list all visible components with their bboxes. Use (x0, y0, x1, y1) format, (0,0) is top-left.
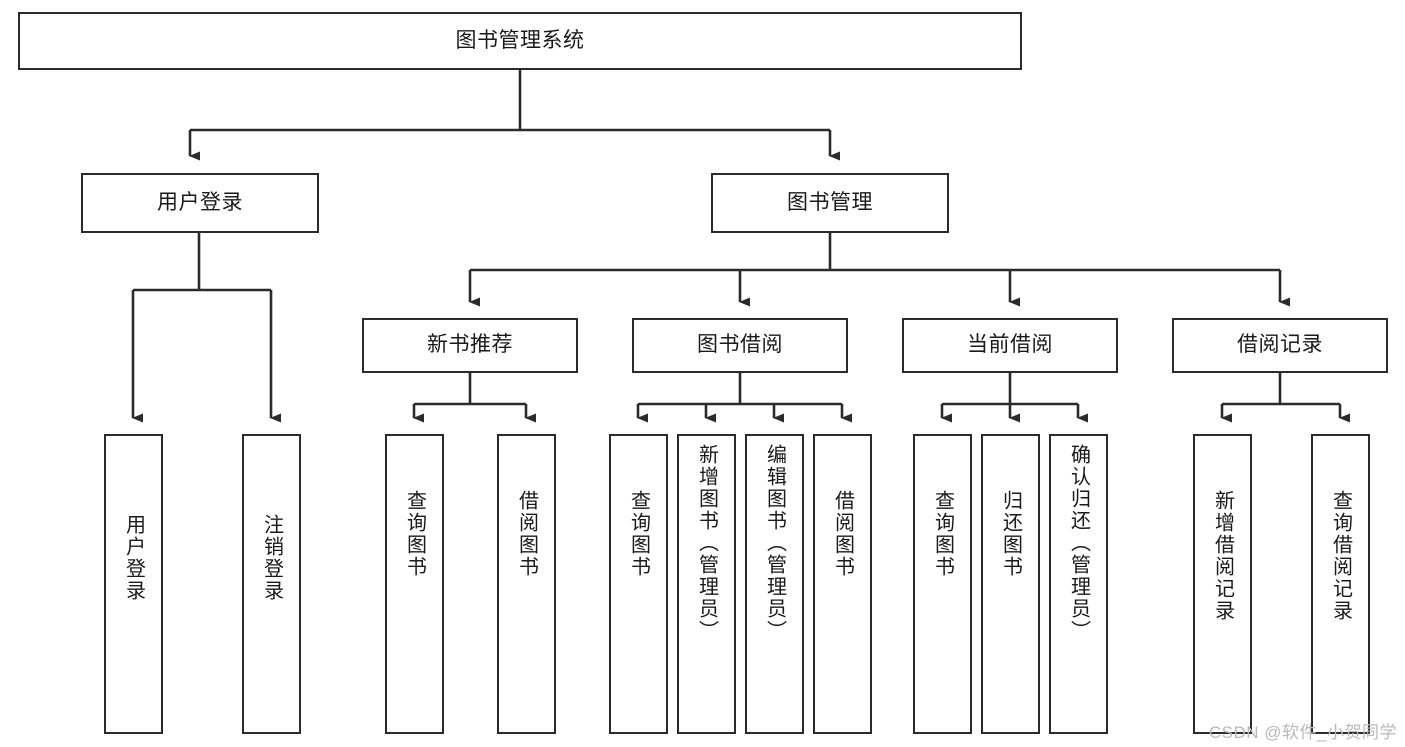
node-book-borrow[interactable]: 图书借阅 (632, 318, 848, 373)
node-user-login[interactable]: 用户登录 (81, 173, 319, 233)
node-leaf-edit-book[interactable]: 编辑图书（管理员） (745, 434, 804, 734)
node-leaf-confirm-return[interactable]: 确认归还（管理员） (1049, 434, 1108, 734)
node-leaf-query-record[interactable]: 查询借阅记录 (1311, 434, 1370, 734)
node-new-book-recommend-label: 新书推荐 (427, 333, 513, 357)
node-leaf-query-book-3[interactable]: 查询图书 (913, 434, 972, 734)
node-leaf-borrow-book-2-label: 借阅图书 (831, 490, 854, 578)
node-leaf-add-book[interactable]: 新增图书（管理员） (677, 434, 736, 734)
node-leaf-add-record[interactable]: 新增借阅记录 (1193, 434, 1252, 734)
node-leaf-query-book-2[interactable]: 查询图书 (609, 434, 668, 734)
node-borrow-record[interactable]: 借阅记录 (1172, 318, 1388, 373)
node-leaf-query-record-label: 查询借阅记录 (1329, 490, 1352, 622)
node-root-label: 图书管理系统 (455, 28, 585, 52)
node-leaf-add-record-label: 新增借阅记录 (1211, 490, 1234, 622)
node-leaf-borrow-book-1-label: 借阅图书 (515, 490, 538, 578)
node-leaf-query-book-1[interactable]: 查询图书 (385, 434, 444, 734)
node-leaf-confirm-return-label: 确认归还（管理员） (1067, 444, 1090, 642)
node-leaf-return-book[interactable]: 归还图书 (981, 434, 1040, 734)
node-current-borrow-label: 当前借阅 (967, 333, 1053, 357)
node-root[interactable]: 图书管理系统 (18, 12, 1022, 70)
node-leaf-user-login[interactable]: 用户登录 (104, 434, 163, 734)
watermark-text: CSDN @软件_小贺同学 (1208, 723, 1397, 742)
node-leaf-borrow-book-2[interactable]: 借阅图书 (813, 434, 872, 734)
node-borrow-record-label: 借阅记录 (1237, 333, 1323, 357)
node-user-login-label: 用户登录 (157, 190, 243, 214)
node-leaf-logout[interactable]: 注销登录 (242, 434, 301, 734)
node-book-borrow-label: 图书借阅 (697, 333, 783, 357)
node-leaf-user-login-label: 用户登录 (122, 514, 145, 602)
node-leaf-return-book-label: 归还图书 (999, 490, 1022, 578)
node-leaf-edit-book-label: 编辑图书（管理员） (763, 444, 786, 642)
node-leaf-query-book-3-label: 查询图书 (931, 490, 954, 578)
node-book-manage-label: 图书管理 (787, 190, 873, 214)
node-book-manage[interactable]: 图书管理 (711, 173, 949, 233)
node-leaf-query-book-1-label: 查询图书 (403, 490, 426, 578)
node-current-borrow[interactable]: 当前借阅 (902, 318, 1118, 373)
node-leaf-query-book-2-label: 查询图书 (627, 490, 650, 578)
node-leaf-borrow-book-1[interactable]: 借阅图书 (497, 434, 556, 734)
node-leaf-add-book-label: 新增图书（管理员） (695, 444, 718, 642)
node-leaf-logout-label: 注销登录 (260, 514, 283, 602)
node-new-book-recommend[interactable]: 新书推荐 (362, 318, 578, 373)
